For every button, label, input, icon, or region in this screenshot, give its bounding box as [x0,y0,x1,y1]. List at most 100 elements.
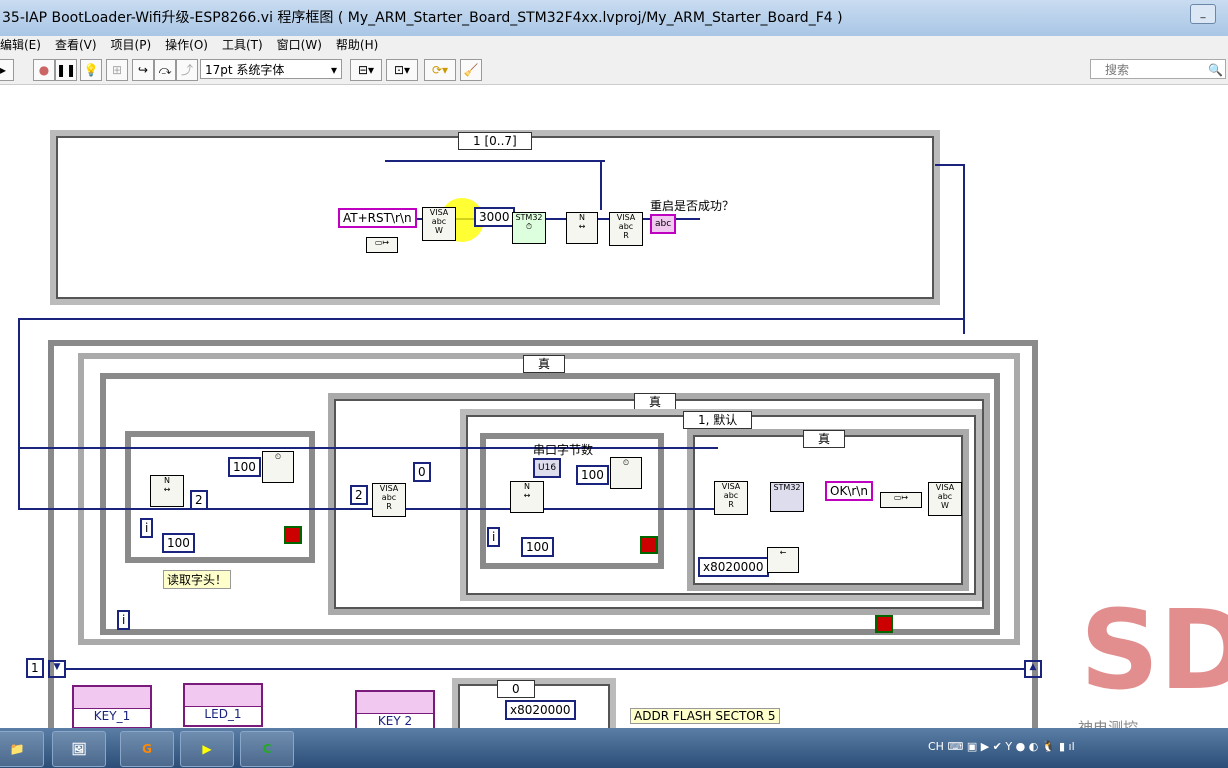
watermark-logo: SD [1080,586,1228,714]
led1-label: LED_1 [185,706,261,725]
menu-view[interactable]: 查看(V) [54,38,97,52]
stm32-tag: STM32 [515,213,543,222]
led1-control[interactable]: LED_1 [183,683,263,727]
window-title: 35-IAP BootLoader-Wifi升级-ESP8266.vi 程序框图… [2,10,843,26]
key2-control[interactable]: KEY 2 [355,690,435,728]
wire [18,447,718,449]
stm32-wait-node[interactable]: STM32⏱ [512,212,546,244]
retain-wire-values-icon[interactable]: ⊞ [106,59,128,81]
search-icon: 🔍 [1208,63,1223,77]
wire [64,668,1024,670]
stop-condition-icon[interactable] [640,536,658,554]
align-objects-icon[interactable]: ⊟▾ [350,59,382,81]
wire [963,164,965,334]
constant-100-c[interactable]: 100 [576,465,609,485]
flash-sector-label: ADDR FLASH SECTOR 5 [630,708,780,724]
step-out-icon[interactable]: ⤴ [176,59,198,81]
font-dropdown[interactable]: 17pt 系统字体 ▾ [200,59,342,79]
inner-while-loop-1 [125,431,315,563]
case-selector-true[interactable]: 真 [523,355,566,373]
pause-button[interactable]: ❚❚ [55,59,77,81]
menu-edit[interactable]: 编辑(E) [0,38,41,52]
wait-ms-icon: ⏲ [610,457,642,489]
system-tray[interactable]: CH ⌨ ▣ ▶ ✔ Y ● ◐ 🐧 ▮ ıl [928,740,1075,753]
menu-operate[interactable]: 操作(O) [165,38,208,52]
menu-help[interactable]: 帮助(H) [335,38,379,52]
wire [18,318,965,320]
inner-while-loop-2 [480,433,664,569]
bytes-at-port-node[interactable]: N↔ [566,212,598,244]
watermark-text: 神电测控 [1078,719,1139,728]
title-bar: 35-IAP BootLoader-Wifi升级-ESP8266.vi 程序框图… [0,0,1228,36]
iteration-terminal: i [487,527,501,547]
explorer-icon[interactable]: 📁 [0,731,44,767]
constant-2-a[interactable]: 2 [190,490,208,510]
case-selector-inner[interactable]: 真 [803,430,846,448]
stm32-node[interactable]: STM32 [770,482,804,512]
pdf-reader-icon[interactable]: G [120,731,174,767]
wire [935,164,965,166]
abort-button[interactable]: ● [33,59,55,81]
highlight-execution-icon[interactable]: 💡 [80,59,102,81]
bytes-at-port-node[interactable]: N↔ [510,481,544,513]
key2-label: KEY 2 [357,713,433,728]
font-value: 17pt 系统字体 [205,63,285,77]
menu-window[interactable]: 窗口(W) [276,38,322,52]
while-iteration-terminal: i [117,610,131,630]
menu-project[interactable]: 项目(P) [110,38,152,52]
minimize-button[interactable]: _ [1190,4,1216,24]
wire [18,508,718,510]
distribute-objects-icon[interactable]: ⊡▾ [386,59,418,81]
case-selector-default[interactable]: 1, 默认 [683,411,753,429]
stop-condition-icon[interactable] [284,526,302,544]
iteration-terminal: i [140,518,154,538]
run-arrow-icon[interactable]: ▸ [0,59,14,81]
reorder-icon[interactable]: ⟳▾ [424,59,456,81]
address-constant[interactable]: x8020000 [698,557,769,577]
constant-100-b[interactable]: 100 [162,533,195,553]
constant-0[interactable]: 0 [413,462,431,482]
menu-bar: 编辑(E) 查看(V) 项目(P) 操作(O) 工具(T) 窗口(W) 帮助(H… [0,36,1228,54]
chevron-down-icon: ▾ [330,63,337,77]
desktop-icon[interactable]: 🖼 [52,731,106,767]
at-rst-constant[interactable]: AT+RST\r\n [338,208,417,228]
shift-register-init[interactable]: 1 [26,658,44,678]
stop-condition-icon[interactable] [875,615,893,633]
wait-ms-icon: ⏲ [262,451,294,483]
step-over-icon[interactable]: ⤼ [154,59,176,81]
case-selector-zero[interactable]: 0 [497,680,535,698]
wire [385,160,605,162]
serial-bytes-label: 串口字节数 [533,443,594,457]
menu-tools[interactable]: 工具(T) [221,38,263,52]
search-placeholder: 搜索 [1105,63,1130,77]
while-loop [100,373,1000,635]
step-into-icon[interactable]: ↪ [132,59,154,81]
search-input[interactable]: 搜索 🔍 [1090,59,1226,79]
u16-indicator: U16 [533,458,562,478]
read-header-comment: 读取字头！ [163,570,232,589]
sequence-selector[interactable]: 1 [0..7] [458,132,532,150]
cleanup-diagram-icon[interactable]: 🧹 [460,59,482,81]
ok-constant[interactable]: OK\r\n [825,481,873,501]
address-constant-2[interactable]: x8020000 [505,700,576,720]
string-length-node[interactable]: ▭↦ [880,492,922,508]
reboot-indicator-label: 重启是否成功？ [650,199,735,213]
constant-100-d[interactable]: 100 [521,537,554,557]
labview-icon[interactable]: ▶ [180,731,234,767]
camtasia-icon[interactable]: C [240,731,294,767]
constant-100-a[interactable]: 100 [228,457,261,477]
string-length-node[interactable]: ▭↦ [366,237,398,253]
wire [18,318,20,508]
outer-case-structure [48,340,1038,728]
bytes-at-port-node[interactable]: N↔ [150,475,184,507]
key1-control[interactable]: KEY_1 [72,685,152,728]
constant-2-b[interactable]: 2 [350,485,368,505]
shift-register-right-icon: ▲ [1024,660,1042,678]
delay-constant[interactable]: 3000 [474,207,515,227]
